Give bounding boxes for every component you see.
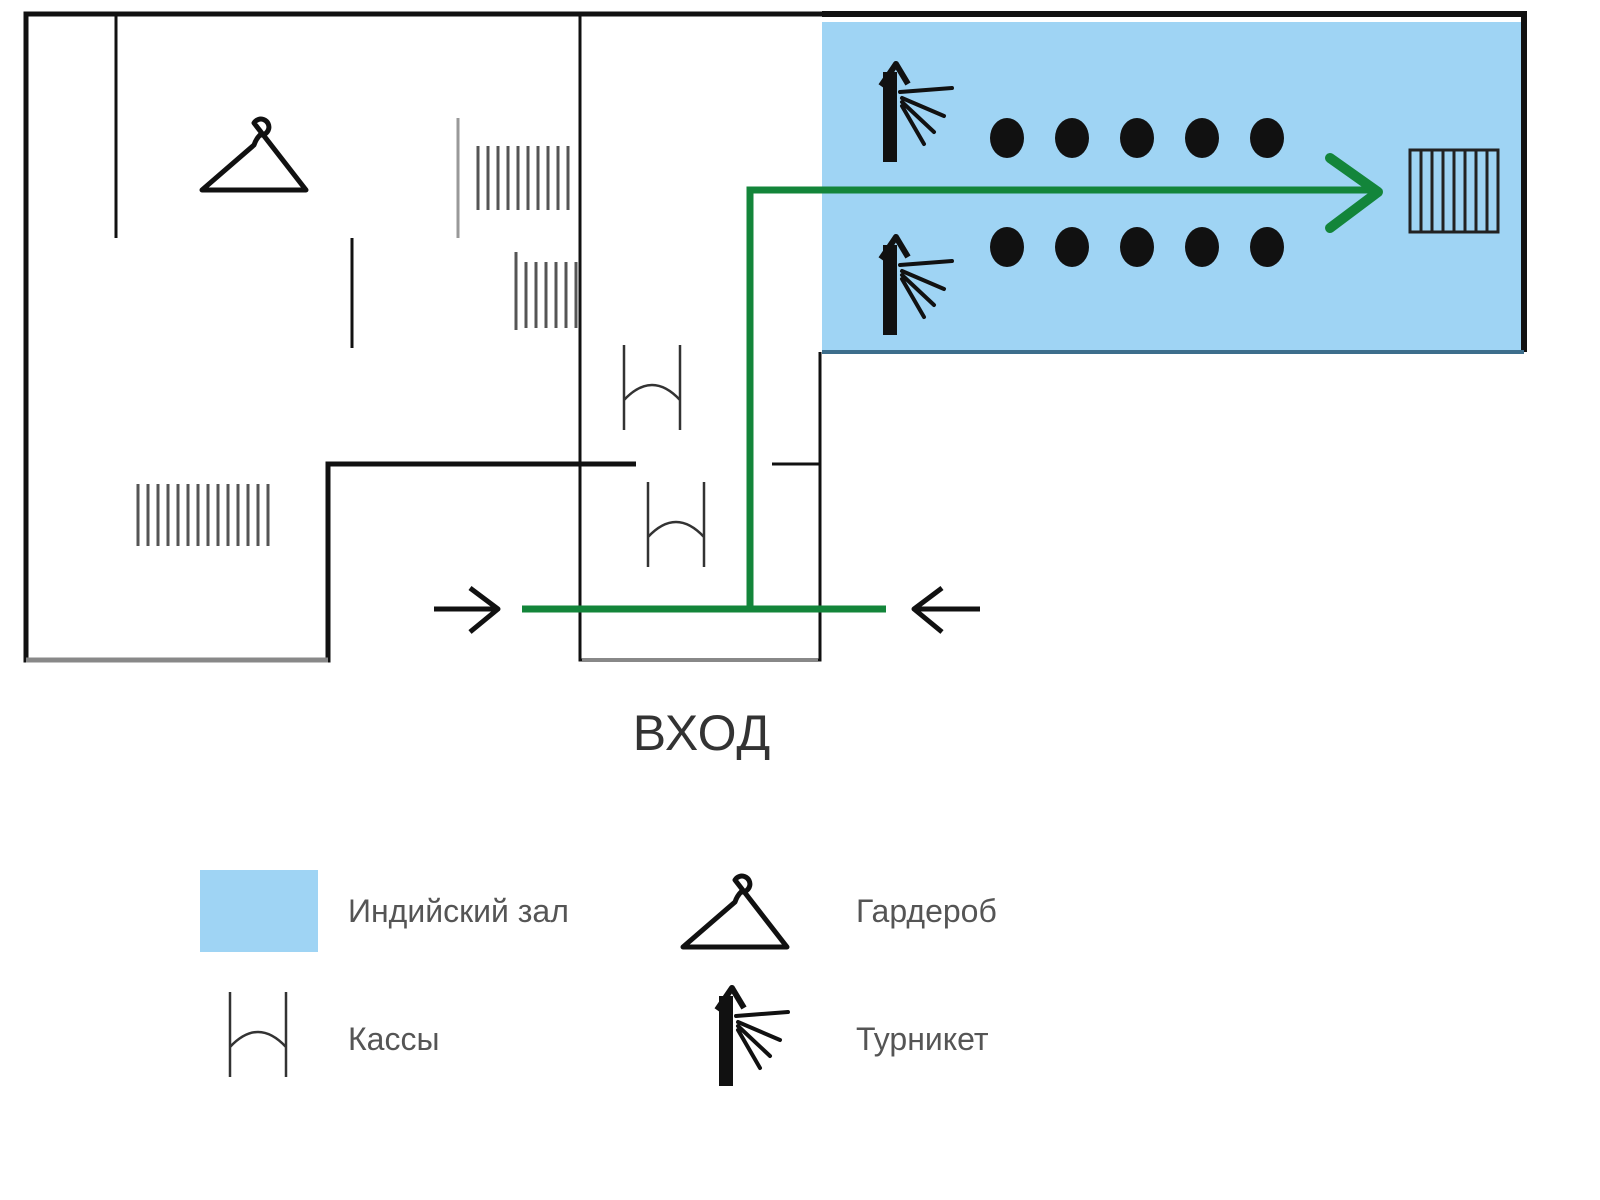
blue-swatch-icon	[200, 870, 318, 952]
ticket-desk-icon	[622, 343, 682, 432]
seat-dot	[1055, 118, 1089, 158]
legend-label-ticket-office: Кассы	[348, 1021, 439, 1057]
outer-walls	[23, 11, 822, 663]
seat-dot	[1120, 118, 1154, 158]
legend: Индийский зал Гардероб Кассы Турникет	[200, 870, 997, 1086]
seat-dot	[1250, 227, 1284, 267]
entrance-label: ВХОД	[633, 705, 772, 761]
route-path	[522, 186, 1370, 613]
arrow-left-icon	[911, 586, 980, 634]
legend-label-cloakroom: Гардероб	[856, 893, 997, 929]
turnstile-icon	[717, 988, 788, 1086]
seat-dot	[1185, 118, 1219, 158]
ticket-desk-icon	[228, 990, 288, 1079]
seat-dot	[990, 227, 1024, 267]
stairs-middle	[514, 252, 578, 330]
indian-hall-border	[822, 11, 1527, 352]
ticket-desk-icon	[646, 480, 706, 569]
seat-dot	[1185, 227, 1219, 267]
seat-dot	[1250, 118, 1284, 158]
coat-hanger-icon	[202, 119, 306, 190]
coat-hanger-icon	[683, 876, 787, 947]
entrance-vestibule	[578, 14, 822, 662]
legend-label-hall: Индийский зал	[348, 893, 569, 929]
seat-dot	[1055, 227, 1089, 267]
stairs-hall-icon	[1408, 148, 1500, 234]
stairs-lower	[136, 484, 270, 546]
route-arrowhead-icon	[1325, 153, 1383, 233]
legend-label-turnstile: Турникет	[856, 1021, 989, 1057]
stairs-upper	[476, 146, 570, 210]
seat-dot	[1120, 227, 1154, 267]
seat-dot	[990, 118, 1024, 158]
arrow-right-icon	[434, 586, 501, 634]
seating-rows	[990, 118, 1284, 267]
